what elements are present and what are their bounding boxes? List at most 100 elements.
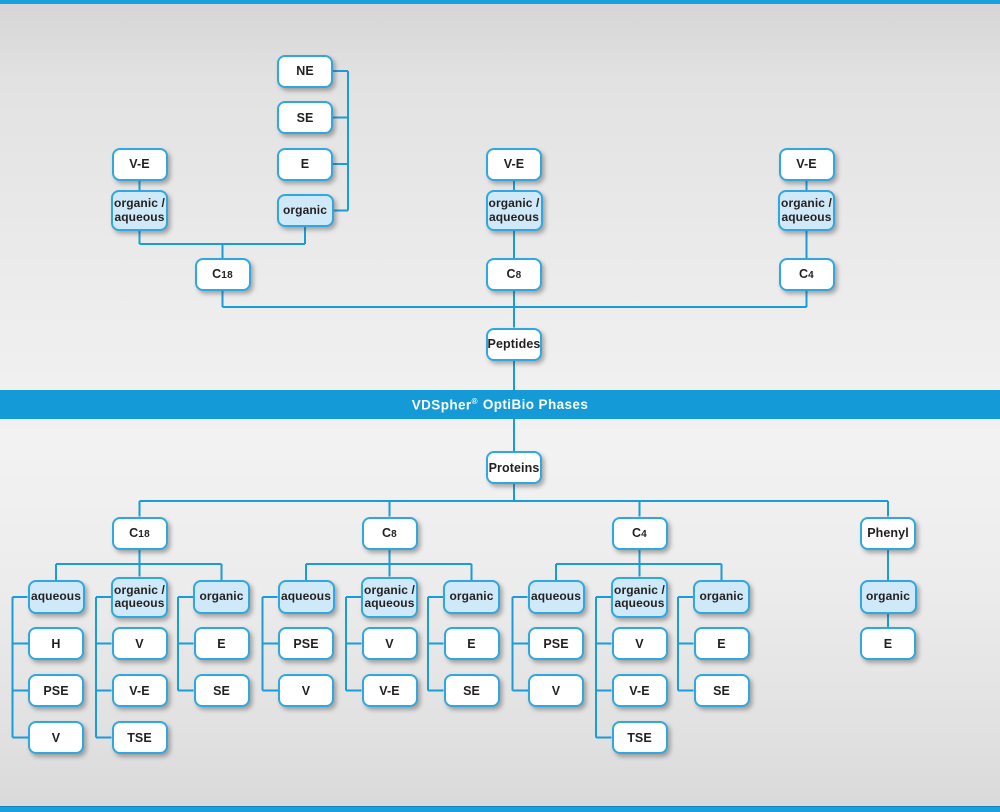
node-organic: organic bbox=[693, 580, 750, 614]
node-label: PSE bbox=[543, 636, 569, 651]
node-label: Peptides bbox=[487, 337, 541, 351]
node-label: V-E bbox=[129, 157, 150, 171]
node-label: Proteins bbox=[488, 460, 540, 475]
node-v-e: V-E bbox=[778, 147, 835, 181]
node-label: V-E bbox=[629, 683, 650, 698]
node-e: E bbox=[193, 627, 250, 660]
top-accent-bar bbox=[0, 0, 1000, 4]
node-label: PSE bbox=[43, 683, 69, 698]
node-label: Phenyl bbox=[867, 526, 909, 540]
node-organic-aqueous: organic / aqueous bbox=[778, 190, 835, 231]
node-v: V bbox=[611, 627, 668, 660]
node-label: C4 bbox=[631, 525, 647, 540]
node-label: aqueous bbox=[30, 589, 82, 604]
node-v: V bbox=[278, 674, 334, 707]
node-v: V bbox=[361, 627, 418, 660]
node-label: V bbox=[635, 636, 644, 651]
node-label: organic / aqueous bbox=[114, 196, 165, 224]
node-e: E bbox=[693, 627, 750, 660]
node-label: V-E bbox=[796, 157, 817, 171]
node-label: organic bbox=[199, 589, 244, 604]
node-e: E bbox=[860, 627, 916, 660]
node-label: TSE bbox=[627, 730, 652, 745]
banner-title: VDSpher® OptiBio Phases bbox=[412, 397, 588, 413]
node-c4: C4 bbox=[778, 258, 835, 291]
node-organic-aqueous: organic / aqueous bbox=[611, 576, 668, 618]
node-aqueous: aqueous bbox=[527, 580, 585, 614]
node-v: V bbox=[28, 721, 84, 754]
node-label: C18 bbox=[212, 267, 233, 282]
node-v-e: V-E bbox=[486, 147, 542, 181]
node-se: SE bbox=[443, 674, 500, 707]
banner-title-rest: OptiBio Phases bbox=[482, 397, 589, 413]
node-label: V bbox=[135, 636, 144, 651]
node-label: NE bbox=[296, 64, 314, 78]
node-label: V bbox=[301, 683, 311, 698]
node-label: E bbox=[217, 636, 226, 651]
node-label: aqueous bbox=[530, 589, 582, 604]
node-pse: PSE bbox=[528, 627, 584, 660]
node-organic-aqueous: organic / aqueous bbox=[485, 190, 543, 231]
banner-brand: VDSpher bbox=[411, 397, 472, 413]
node-c4: C4 bbox=[611, 516, 668, 550]
node-label: V bbox=[385, 636, 394, 651]
node-organic-aqueous: organic / aqueous bbox=[361, 576, 418, 618]
node-proteins: Proteins bbox=[486, 451, 542, 484]
node-v-e: V-E bbox=[111, 147, 168, 181]
node-aqueous: aqueous bbox=[277, 580, 335, 614]
node-label: V-E bbox=[129, 683, 150, 698]
node-organic: organic bbox=[443, 580, 500, 614]
node-label: organic bbox=[865, 589, 911, 604]
node-label: organic / aqueous bbox=[364, 582, 415, 610]
node-e: E bbox=[443, 627, 500, 660]
node-c18: C18 bbox=[111, 516, 168, 550]
node-pse: PSE bbox=[278, 627, 334, 660]
banner: VDSpher® OptiBio Phases bbox=[0, 390, 1000, 419]
node-v: V bbox=[111, 627, 168, 660]
node-label: C4 bbox=[798, 267, 814, 282]
registered-mark-icon: ® bbox=[471, 396, 478, 406]
node-label: V bbox=[551, 683, 561, 698]
node-label: organic / aqueous bbox=[488, 196, 540, 224]
node-v-e: V-E bbox=[361, 674, 418, 707]
node-h: H bbox=[28, 627, 84, 660]
node-label: E bbox=[467, 636, 476, 651]
node-se: SE bbox=[693, 674, 750, 707]
node-v: V bbox=[528, 674, 584, 707]
node-organic: organic bbox=[859, 580, 917, 614]
node-label: SE bbox=[713, 683, 730, 698]
node-label: V-E bbox=[379, 683, 400, 698]
node-label: PSE bbox=[293, 636, 319, 651]
node-label: organic / aqueous bbox=[114, 582, 165, 610]
node-label: E bbox=[300, 157, 310, 171]
node-pse: PSE bbox=[28, 674, 84, 707]
node-c18: C18 bbox=[194, 258, 251, 291]
node-ne: NE bbox=[277, 54, 333, 88]
node-v-e: V-E bbox=[111, 674, 168, 707]
node-label: V-E bbox=[503, 157, 525, 171]
node-label: aqueous bbox=[280, 589, 332, 604]
node-organic-aqueous: organic / aqueous bbox=[111, 576, 168, 618]
node-v-e: V-E bbox=[611, 674, 668, 707]
node-c8: C8 bbox=[361, 516, 418, 550]
node-e: E bbox=[277, 147, 333, 181]
node-label: H bbox=[51, 636, 61, 651]
node-peptides: Peptides bbox=[486, 327, 542, 361]
node-label: organic bbox=[282, 202, 328, 217]
node-label: SE bbox=[213, 683, 230, 698]
node-aqueous: aqueous bbox=[27, 580, 85, 614]
node-label: TSE bbox=[127, 730, 152, 745]
node-label: C8 bbox=[381, 525, 397, 540]
node-label: C8 bbox=[506, 267, 522, 282]
node-label: organic / aqueous bbox=[614, 582, 665, 610]
node-label: C18 bbox=[129, 525, 150, 540]
node-se: SE bbox=[193, 674, 250, 707]
node-label: SE bbox=[296, 110, 314, 125]
bottom-accent-bar bbox=[0, 806, 1000, 812]
node-label: organic bbox=[699, 589, 744, 604]
node-label: SE bbox=[463, 683, 480, 698]
node-label: organic / aqueous bbox=[781, 196, 832, 224]
node-tse: TSE bbox=[111, 721, 168, 754]
